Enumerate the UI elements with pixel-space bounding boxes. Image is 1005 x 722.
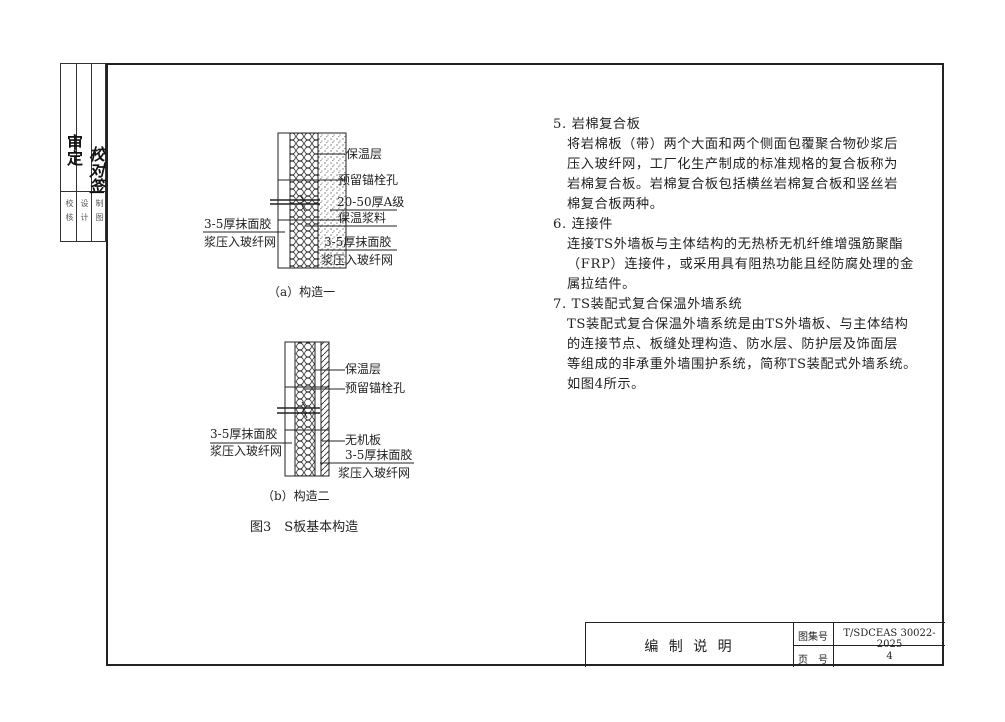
label-a-mortar-2: 保温浆料	[338, 210, 386, 225]
atlas-number: T/SDCEAS 30022-2025	[843, 628, 936, 650]
page-number: 4	[886, 651, 893, 662]
signature-2: 校对签	[86, 146, 105, 194]
atlas-number-label: 图集号	[798, 632, 828, 643]
label-a-mortar-1: 20-50厚A级	[337, 195, 404, 209]
para-5-line-4: 棉复合板两种。	[567, 197, 664, 212]
label-b-anchor-hole: 预留锚栓孔	[345, 380, 405, 395]
label-b-inorganic-board: 无机板	[345, 433, 381, 447]
para-5-line-1: 将岩棉板（带）两个大面和两个侧面包覆聚合物砂浆后	[567, 137, 898, 152]
label-design: 设计	[80, 199, 89, 227]
para-6-line-3: 属拉结件。	[567, 277, 636, 292]
title-block-title: 编 制 说 明	[644, 639, 735, 655]
para-7-line-2: 的连接节点、板缝处理构造、防水层、防护层及饰面层	[567, 337, 898, 352]
label-drawing: 制图	[95, 199, 104, 227]
para-6-line-1: 连接TS外墙板与主体结构的无热桥无机纤维增强筋聚酯	[567, 237, 904, 252]
approval-strip: 审定 校对签 校核 设计 制图	[60, 63, 106, 242]
heading-7: 7. TS装配式复合保温外墙系统	[553, 297, 743, 312]
para-7-line-3: 等组成的非承重外墙围护系统，简称TS装配式外墙系统。	[567, 357, 917, 372]
label-a-plaster-left-2: 浆压入玻纤网	[204, 234, 276, 249]
label-b-plaster-left-1: 3-5厚抹面胶	[210, 426, 277, 441]
page-number-label: 页 号	[798, 655, 828, 666]
label-a-insulation: 保温层	[346, 147, 382, 161]
label-a-plaster-right-1: 3-5厚抹面胶	[324, 234, 391, 249]
label-b-plaster-left-2: 浆压入玻纤网	[210, 443, 282, 458]
heading-6: 6. 连接件	[553, 217, 613, 232]
para-7-line-1: TS装配式复合保温外墙系统是由TS外墙板、与主体结构	[567, 317, 909, 332]
figure-3: 保温层 预留锚栓孔 20-50厚A级 保温浆料 3-5厚抹面胶 浆压入玻纤网 3…	[203, 132, 414, 535]
para-6-line-2: （FRP）连接件，或采用具有阻热功能且经防腐处理的金	[567, 257, 914, 272]
heading-5: 5. 岩棉复合板	[553, 117, 641, 132]
diagram-a: 保温层 预留锚栓孔 20-50厚A级 保温浆料 3-5厚抹面胶 浆压入玻纤网 3…	[203, 132, 404, 299]
drawing-frame	[106, 63, 944, 666]
diagram-b: 保温层 预留锚栓孔 3-5厚抹面胶 浆压入玻纤网 无机板 3-5厚抹面胶 浆压入…	[210, 341, 414, 503]
para-5-line-2: 压入玻纤网，工厂化生产制成的标准规格的复合板称为	[567, 157, 898, 172]
para-5-line-3: 岩棉复合板。岩棉复合板包括横丝岩棉复合板和竖丝岩	[567, 177, 898, 192]
signature-1: 审定	[64, 134, 83, 166]
title-block: 编 制 说 明 图集号 T/SDCEAS 30022-2025 页 号 4	[585, 622, 945, 667]
label-b-plaster-right-2: 浆压入玻纤网	[338, 465, 410, 480]
label-a-plaster-left-1: 3-5厚抹面胶	[204, 216, 271, 231]
label-b-insulation: 保温层	[345, 362, 381, 376]
description-text: 5. 岩棉复合板 将岩棉板（带）两个大面和两个侧面包覆聚合物砂浆后 压入玻纤网，…	[553, 115, 917, 395]
label-a-anchor-hole: 预留锚栓孔	[338, 172, 398, 187]
label-review: 校核	[65, 199, 74, 227]
label-a-plaster-right-2: 浆压入玻纤网	[321, 252, 393, 267]
caption-a: （a）构造一	[268, 284, 335, 299]
para-7-line-4: 如图4所示。	[567, 377, 645, 392]
figure-title: 图3 S板基本构造	[250, 520, 358, 535]
caption-b: （b）构造二	[262, 488, 330, 503]
label-b-plaster-right-1: 3-5厚抹面胶	[345, 447, 412, 462]
